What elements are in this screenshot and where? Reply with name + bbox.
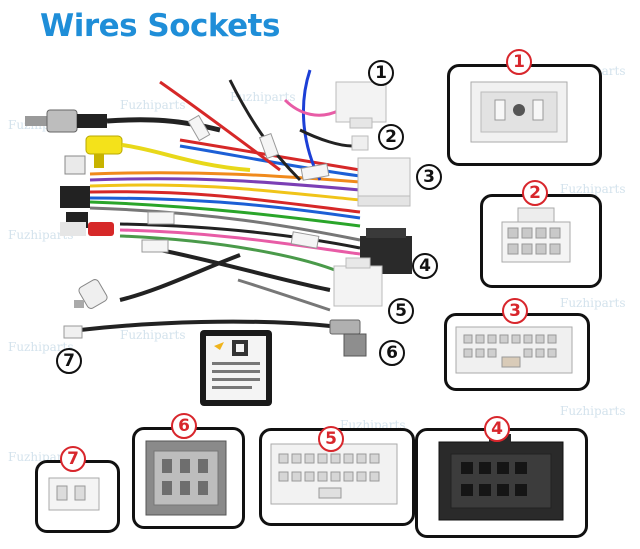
yellow-rca-plug [85,135,251,172]
socket-7-illustration [48,477,100,511]
panel-3-number: 3 [502,298,528,324]
callout-7: 7 [56,348,82,374]
connector-1 [335,81,387,129]
callout-1: 1 [368,60,394,86]
connector-5 [333,257,383,307]
red-black-plugs [60,186,114,236]
socket-panel-1 [447,64,602,166]
wire-bundle [79,69,361,332]
wire-tags [141,114,330,253]
panel-4-number: 4 [484,416,510,442]
socket-4-illustration [438,434,564,521]
watermark: Fuzhiparts [120,98,186,112]
antenna-plug [25,109,221,133]
socket-3-illustration [455,326,573,374]
watermark: Fuzhiparts [560,404,626,418]
callout-6: 6 [379,340,405,366]
watermark: Fuzhiparts [230,90,296,104]
socket-panel-3 [444,313,590,391]
callout-3: 3 [416,164,442,190]
callout-4: 4 [412,253,438,279]
connector-7 [63,325,83,339]
panel-5-number: 5 [318,426,344,452]
canbus-decoder-box [200,330,272,406]
watermark: Fuzhiparts [8,340,74,354]
callout-5: 5 [388,298,414,324]
callout-2: 2 [378,124,404,150]
socket-5-illustration [270,443,398,505]
panel-7-number: 7 [60,446,86,472]
page-title: Wires Sockets [40,8,280,44]
socket-panel-2 [480,194,602,288]
connector-3 [357,157,411,207]
small-white-plug [64,155,86,175]
watermark: Fuzhiparts [560,296,626,310]
socket-6-illustration [145,440,227,516]
socket-panel-6 [132,427,245,529]
watermark: Fuzhiparts [120,328,186,342]
watermark: Fuzhiparts [8,228,74,242]
socket-panel-4 [415,428,588,538]
socket-1-illustration [470,81,568,143]
panel-1-number: 1 [506,49,532,75]
connector-6 [329,319,367,357]
panel-6-number: 6 [171,413,197,439]
socket-2-illustration [501,207,571,263]
connector-2 [351,135,369,151]
watermark: Fuzhiparts [560,182,626,196]
panel-2-number: 2 [522,180,548,206]
white-rca-plug [74,279,108,309]
